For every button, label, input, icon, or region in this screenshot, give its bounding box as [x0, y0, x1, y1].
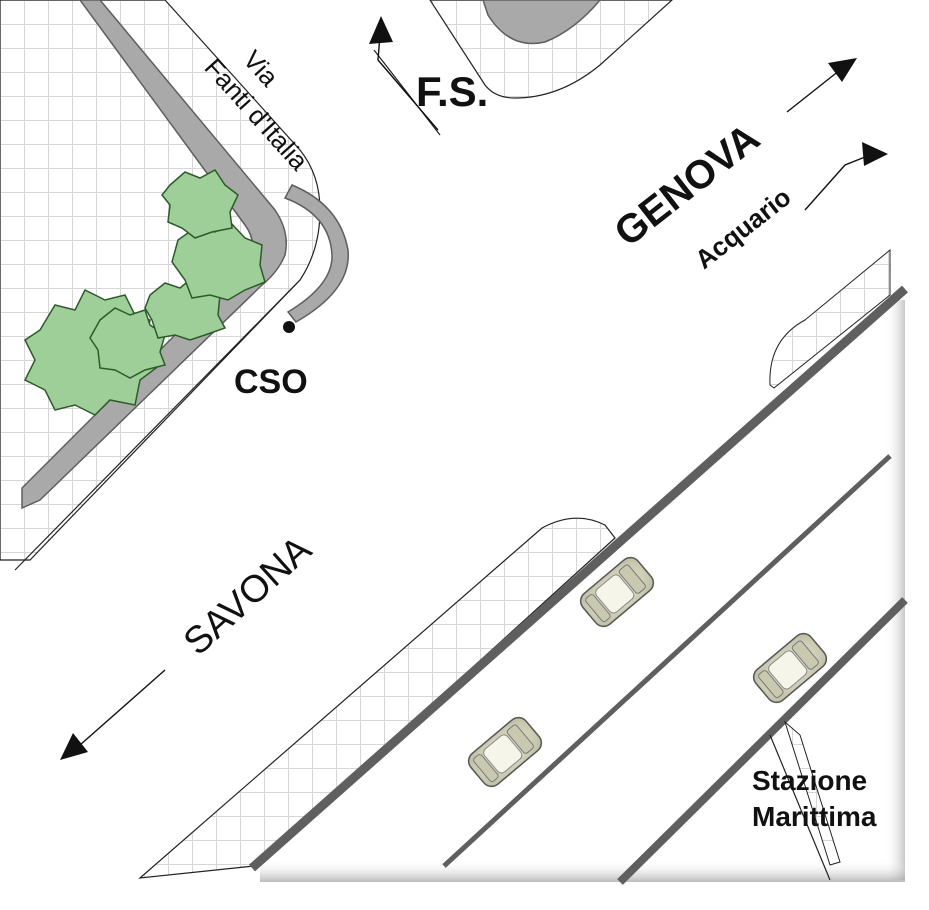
northeast-arrow-icon: [862, 142, 888, 166]
fs-arrow: [369, 16, 439, 131]
cso-label: CSO: [234, 363, 308, 401]
lane-line-upper: [249, 285, 908, 872]
tree-icon: [161, 169, 239, 239]
north-arrow-icon: [369, 16, 393, 44]
car-icon: [579, 556, 655, 628]
trees: [23, 169, 266, 416]
savona-label: SAVONA: [176, 528, 320, 664]
southwest-arrow-icon: [60, 733, 88, 760]
genova-arrow: [786, 58, 857, 113]
savona-arrow: [60, 669, 166, 760]
cso-marker-icon: [283, 321, 295, 333]
stazione-label-line-2: Marittima: [752, 801, 877, 832]
lane-line-middle: [442, 454, 892, 868]
acquario-arrow: [804, 142, 888, 211]
northeast-arrow-icon: [828, 58, 857, 82]
cars: [467, 556, 828, 788]
harbor-roadway: [138, 248, 908, 885]
curved-kerb: [283, 184, 349, 323]
car-icon: [752, 632, 828, 704]
tree-icon: [89, 307, 167, 379]
fs-island: [373, 0, 673, 136]
stazione-label-line-1: Stazione: [752, 765, 867, 796]
fs-label: F.S.: [416, 68, 488, 115]
lane-line-lower: [617, 597, 908, 885]
car-icon: [467, 716, 543, 788]
left-sidewalk: [0, 0, 321, 571]
